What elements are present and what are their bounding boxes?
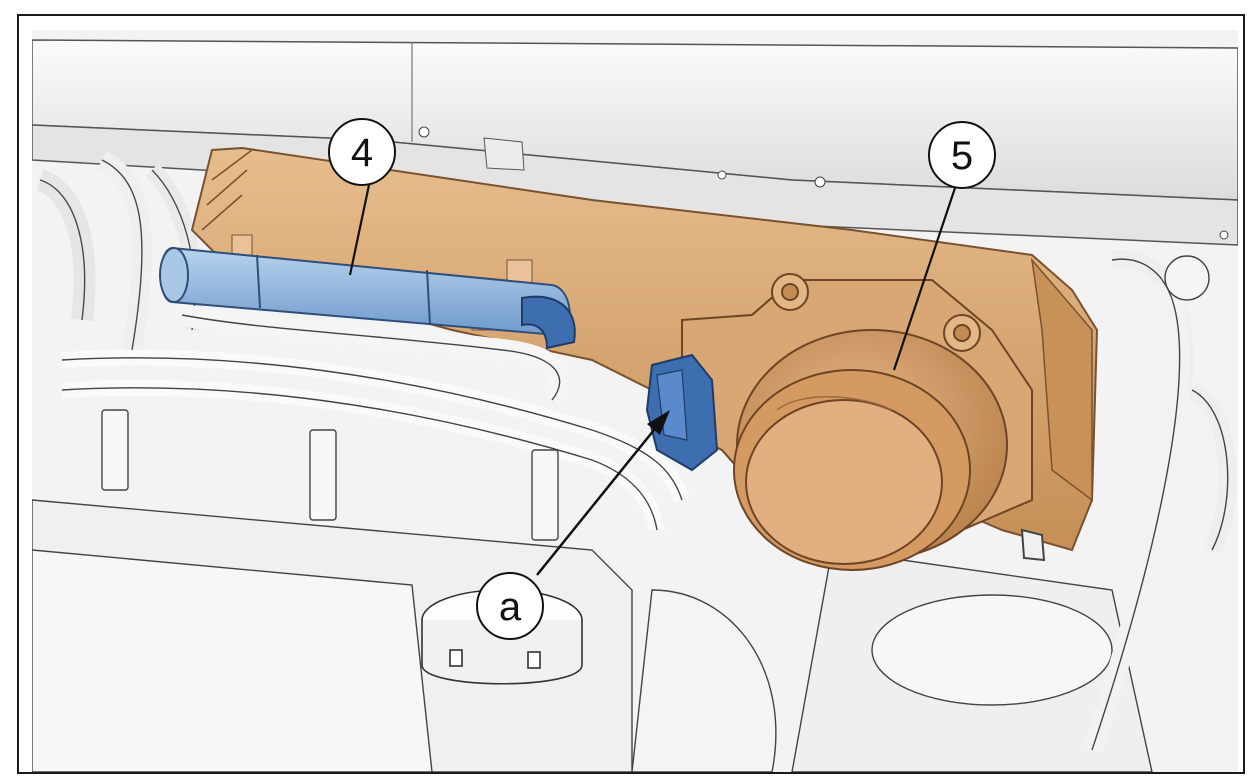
cowl-hole — [814, 176, 826, 188]
manifold-face — [1030, 257, 1093, 502]
callout-5-label: 5 — [951, 134, 973, 178]
manifold-rib — [206, 169, 248, 206]
blue-connector-elbow — [521, 295, 576, 350]
callout-a-pointer — [536, 419, 663, 576]
lower-engine — [631, 250, 1237, 772]
blue-canister-end — [159, 247, 189, 303]
cowl-hole — [1219, 230, 1229, 240]
callout-4: 4 — [328, 118, 396, 186]
cowl-hole — [717, 170, 727, 180]
callout-4-pointer — [348, 184, 371, 276]
manifold-rib — [201, 194, 243, 231]
left-hoses — [35, 151, 204, 352]
manifold-rib — [211, 149, 253, 181]
callout-a-label: a — [499, 585, 522, 629]
blue-canister-band — [426, 269, 431, 326]
fuel-pipes — [61, 304, 690, 532]
callout-5: 5 — [928, 121, 996, 189]
arrow-head-icon — [647, 410, 670, 435]
manifold-clip — [231, 234, 253, 256]
callout-4-label: 4 — [351, 131, 373, 175]
injector-row — [32, 409, 633, 772]
throttle-body — [681, 273, 1046, 571]
callout-a: a — [476, 572, 544, 640]
cowl-bracket — [483, 137, 525, 171]
engine-illustration: 4 5 a — [32, 30, 1238, 772]
blue-canister-band — [256, 254, 261, 309]
callout-5-pointer — [892, 184, 958, 371]
cowl-hole — [418, 126, 430, 138]
